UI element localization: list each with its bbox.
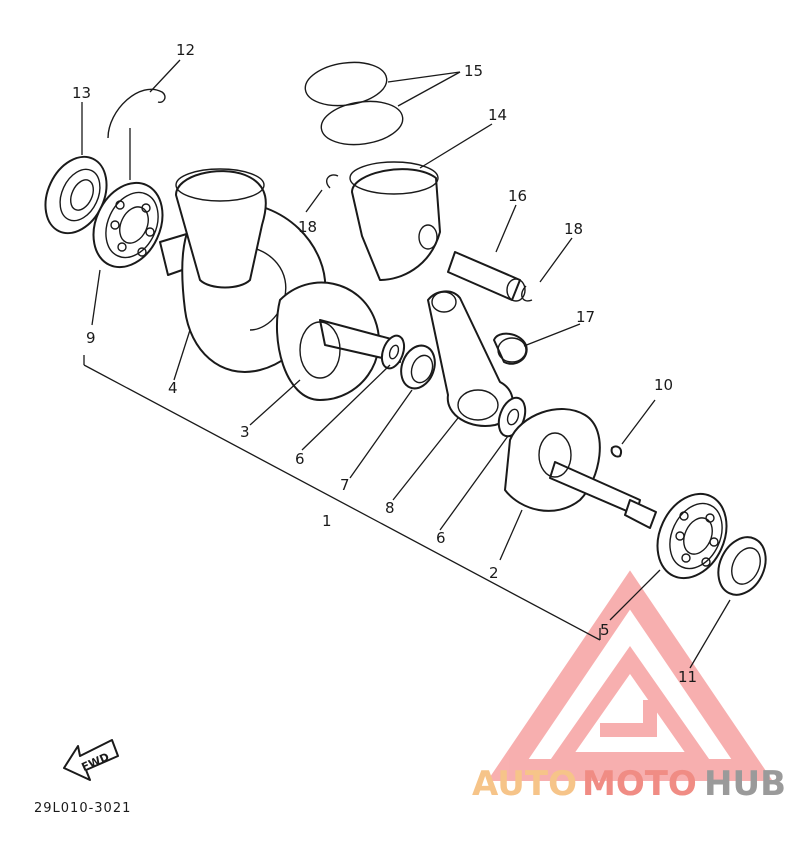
part-number-14: 14 [488,106,507,124]
piston-rings-15 [304,61,404,146]
part-number-6-right: 6 [436,529,446,547]
watermark-auto: AUTO [472,764,577,804]
part-number-2: 2 [489,564,499,582]
watermark-text: AUTO MOTO HUB [472,764,786,804]
part-number-3: 3 [240,423,250,441]
part-number-8: 8 [385,499,395,517]
part-number-15: 15 [464,62,483,80]
part-number-13: 13 [72,84,91,102]
part-number-17: 17 [576,308,595,326]
part-number-4: 4 [168,379,178,397]
part-number-9: 9 [86,329,96,347]
part-number-18-left: 18 [298,218,317,236]
circlip-18-top [326,174,339,189]
part-number-16: 16 [508,187,527,205]
part-number-18-right: 18 [564,220,583,238]
leader-lines [81,59,731,669]
forward-direction-arrow: FWD [63,739,119,781]
connecting-rod-8 [427,290,514,427]
watermark-logo [487,570,773,781]
diagram-code: 29L010-3021 [34,801,131,816]
needle-bearing-17 [493,332,528,365]
bearing-9 [92,181,164,269]
key-10 [610,445,622,458]
part-number-12: 12 [176,41,195,59]
part-number-7: 7 [340,476,350,494]
watermark-moto: MOTO [582,764,697,804]
piston-pin-16 [447,251,526,302]
part-number-5: 5 [600,621,610,639]
piston-14 [349,161,441,281]
part-number-10: 10 [654,376,673,394]
counterweight [175,168,267,289]
part-number-1: 1 [322,512,332,530]
circlip-12 [107,88,166,139]
watermark-hub: HUB [704,764,786,804]
circlip-18-right [521,285,533,302]
needle-bearing-7 [400,344,436,390]
part-number-11: 11 [678,668,697,686]
crankshaft-right-2 [504,408,657,529]
oil-seal-11 [717,536,767,596]
assembly-bracket-1 [83,364,601,641]
bearing-5 [656,492,728,580]
part-number-6-left: 6 [295,450,305,468]
